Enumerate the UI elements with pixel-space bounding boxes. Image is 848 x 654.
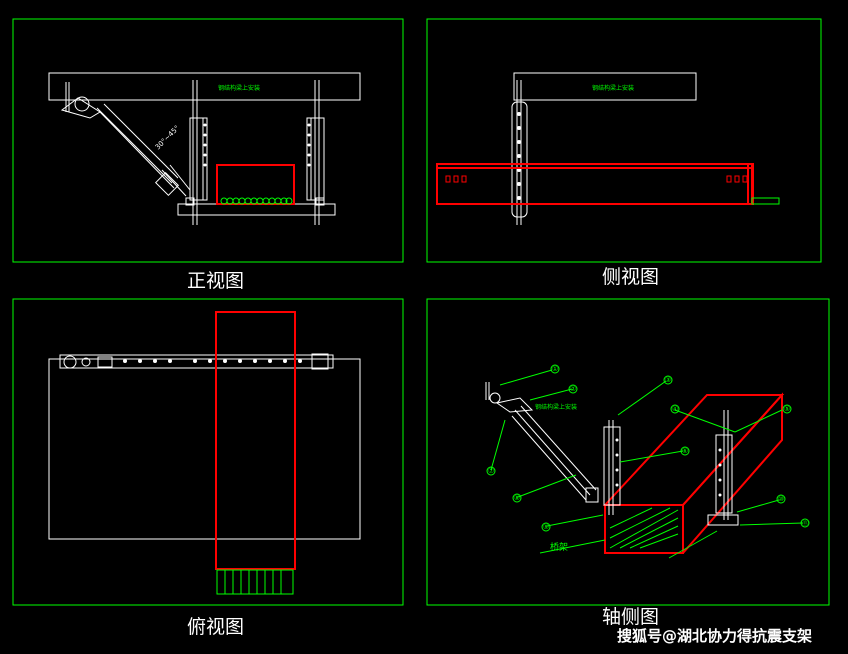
axo-view-caption: 轴侧图 (602, 606, 659, 628)
front-angle-note: 30°~45° (154, 124, 181, 151)
side-tray-extension (751, 197, 780, 205)
side-view: 钢结构梁上安装 侧视图 (426, 18, 822, 288)
axo-hanger-left (603, 420, 621, 515)
front-view: 钢结构梁上安装 30°~45° (12, 18, 404, 292)
axo-leaders (490, 369, 804, 559)
front-beam-note: 钢结构梁上安装 (218, 84, 260, 92)
callout-4: ④ (672, 405, 678, 413)
callout-10: ⑩ (778, 495, 784, 503)
callout-3: ③ (665, 376, 671, 384)
watermark: 搜狐号@湖北协力得抗震支架 (617, 627, 812, 645)
front-cables (220, 197, 293, 205)
top-beam (48, 358, 361, 540)
axo-cable-tray (602, 392, 785, 554)
side-tray-slots (445, 175, 748, 183)
callout-5: ⑤ (784, 405, 790, 413)
axo-diagonal-brace (485, 382, 599, 503)
side-view-caption: 侧视图 (602, 266, 659, 288)
side-beam-note: 钢结构梁上安装 (592, 84, 634, 92)
callout-8: ⑧ (514, 494, 520, 502)
top-view-frame (12, 298, 404, 606)
front-view-frame (12, 18, 404, 263)
top-channel (59, 353, 334, 370)
callout-2: ② (570, 385, 576, 393)
front-hanger-left (189, 80, 208, 225)
axo-callouts: ① ② ③ ④ ⑤ ⑥ ⑦ ⑧ ⑨ ⑩ ⑪ (486, 364, 810, 532)
axo-beam-note: 钢结构梁上安装 (535, 403, 577, 411)
top-view: 俯视图 (12, 298, 404, 638)
top-cable-tray (215, 311, 296, 570)
callout-6: ⑥ (682, 447, 688, 455)
top-tray-extension (216, 569, 294, 595)
axo-tray-label: 桥架 (550, 541, 568, 553)
side-hanger (511, 80, 528, 225)
callout-1: ① (552, 365, 558, 373)
side-cable-tray (436, 163, 753, 205)
axo-view-frame (426, 298, 830, 606)
side-view-frame (426, 18, 822, 263)
front-beam (48, 72, 361, 101)
front-cross-channel (177, 203, 336, 216)
side-beam (513, 72, 697, 101)
axo-view: 钢结构梁上安装 桥架 ① ② ③ ④ ⑤ ⑥ ⑦ ⑧ (426, 298, 830, 628)
callout-7: ⑦ (488, 467, 494, 475)
callout-9: ⑨ (543, 523, 549, 531)
callout-11: ⑪ (802, 519, 809, 527)
front-view-caption: 正视图 (187, 270, 244, 292)
top-view-caption: 俯视图 (187, 616, 244, 638)
front-diagonal-brace (60, 82, 191, 197)
